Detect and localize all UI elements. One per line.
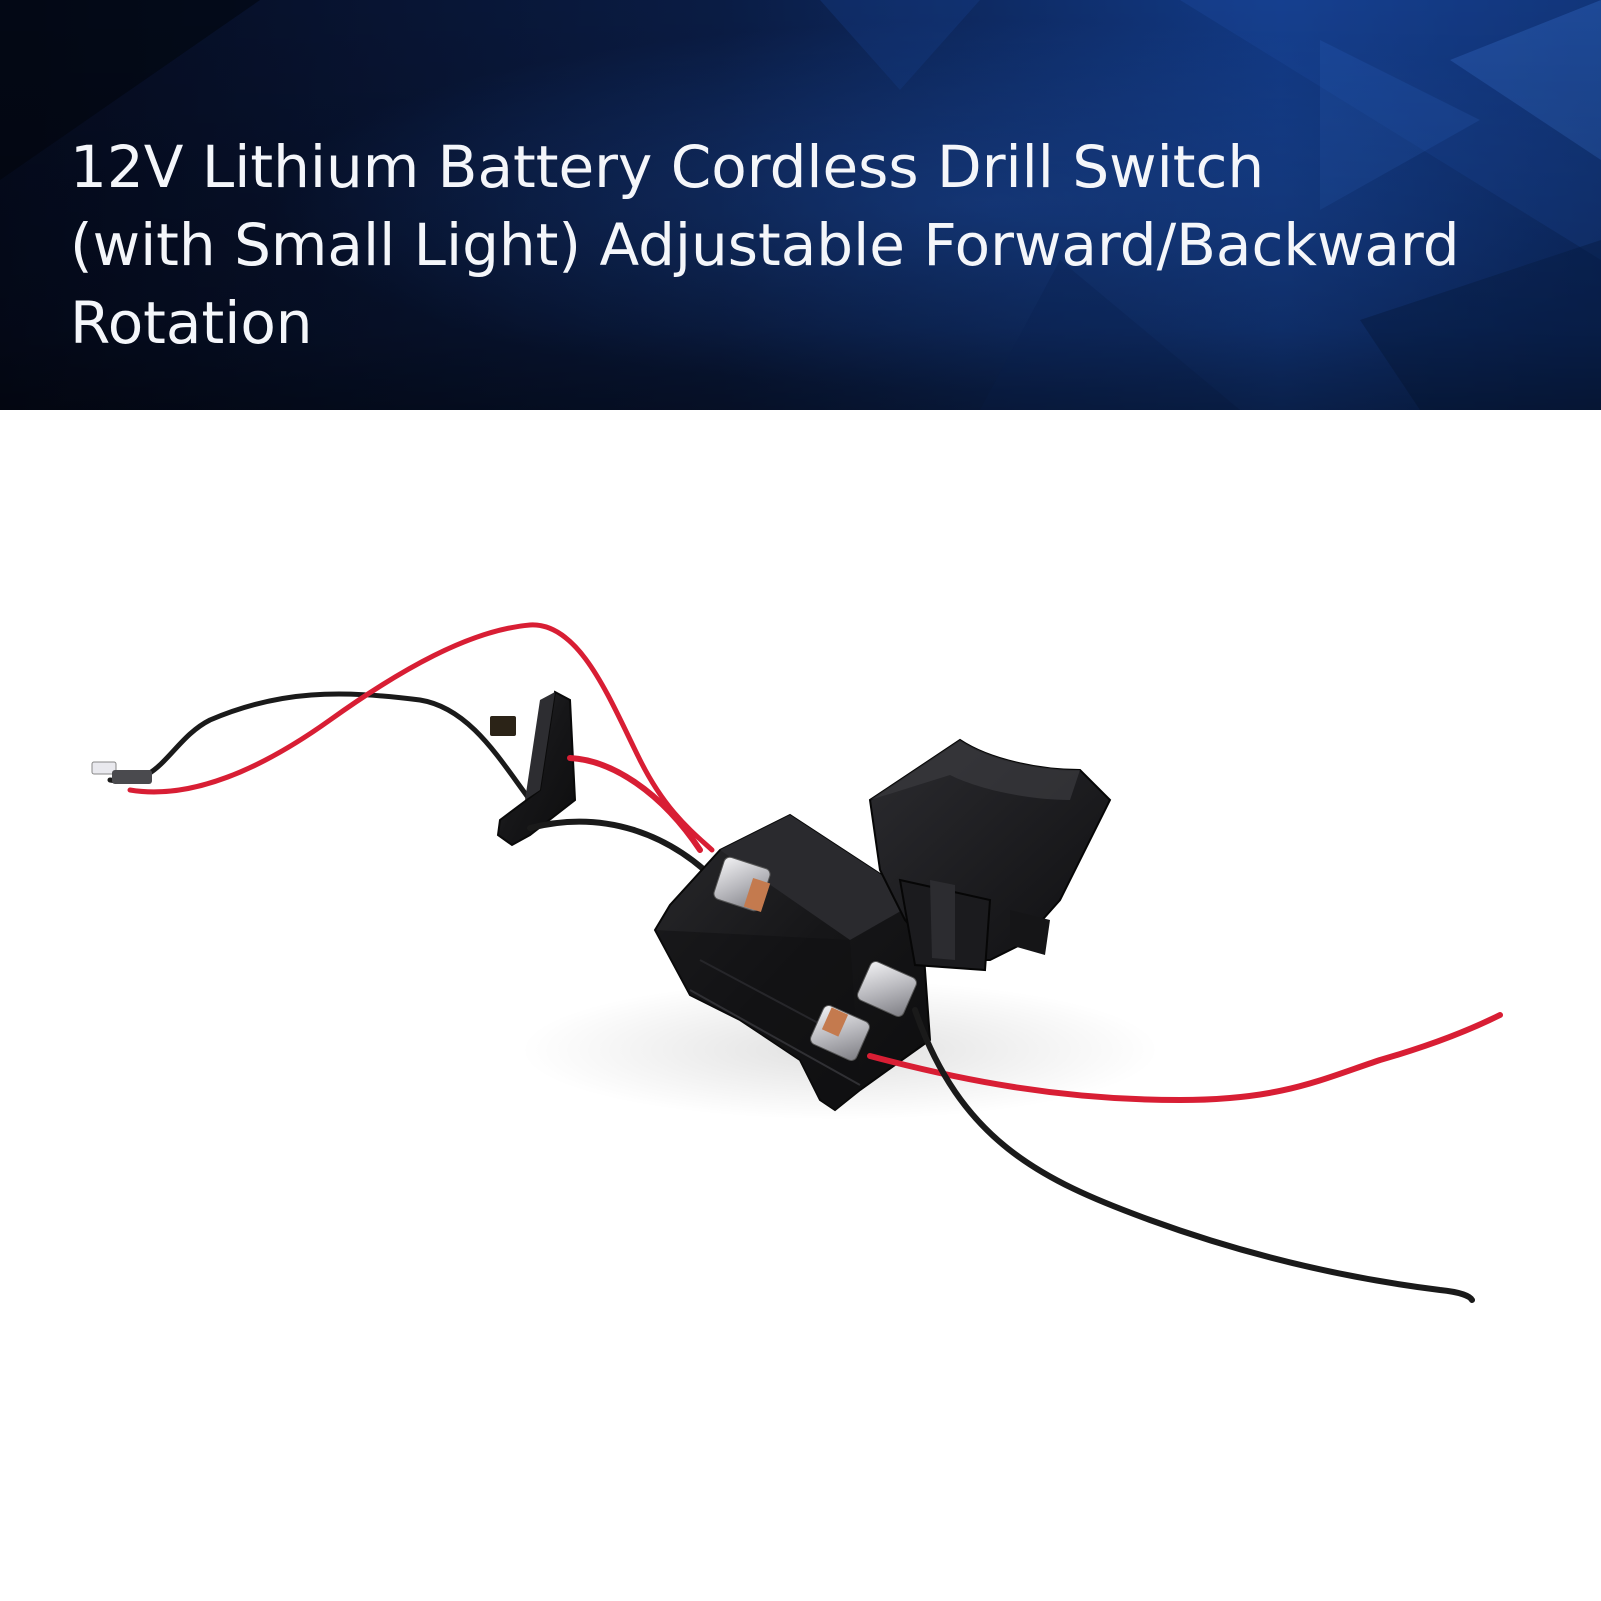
banner-background — [0, 0, 1601, 410]
output-red-wire — [867, 1012, 1503, 1104]
trigger-stem — [898, 878, 992, 972]
terminal-right-lower — [810, 1005, 870, 1061]
title-line-1: 12V Lithium Battery Cordless Drill Switc… — [70, 133, 1265, 201]
led-wires — [107, 622, 715, 853]
product-title: 12V Lithium Battery Cordless Drill Switc… — [70, 128, 1570, 362]
terminal-top — [713, 856, 771, 913]
title-banner: 12V Lithium Battery Cordless Drill Switc… — [0, 0, 1601, 410]
terminal-right-upper — [857, 961, 917, 1017]
title-line-2: (with Small Light) Adjustable Forward/Ba… — [70, 211, 1460, 279]
lever-red-wire — [567, 755, 703, 853]
output-black-wire — [912, 1007, 1475, 1303]
direction-lever — [496, 690, 577, 847]
drill-switch-photo — [91, 622, 1503, 1303]
small-chip — [490, 716, 516, 736]
title-line-3: Rotation — [70, 289, 313, 357]
led-bulb — [91, 761, 152, 784]
